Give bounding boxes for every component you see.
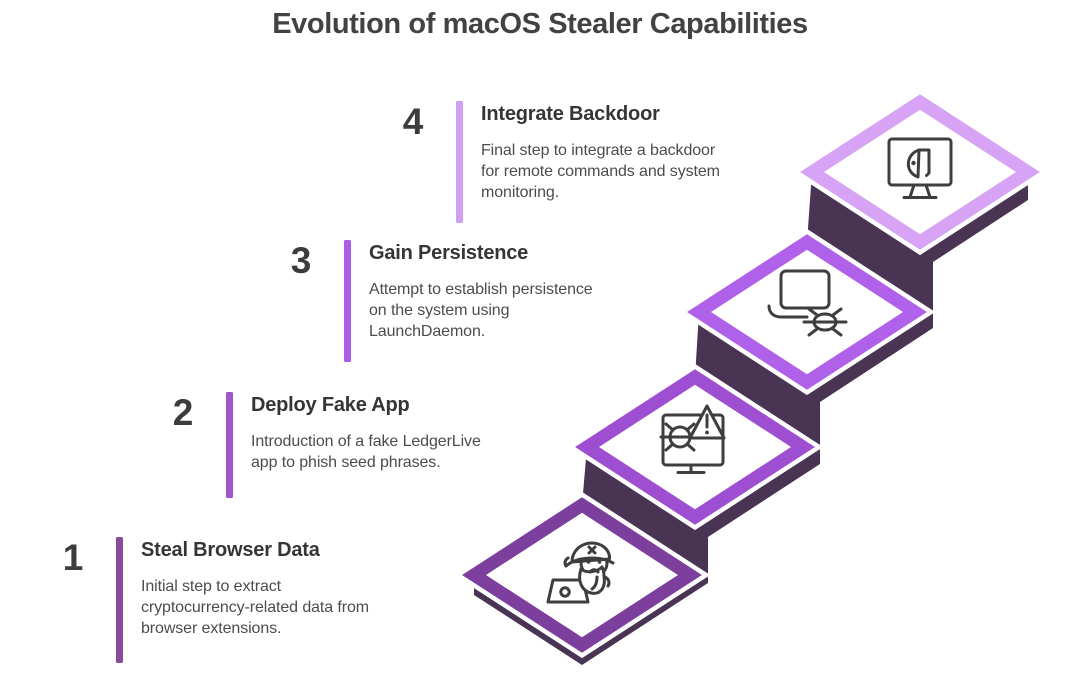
step-accent-bar [116,537,123,663]
pirate-hacker-laptop-icon [546,541,615,604]
monitor-bug-warning-icon [659,404,726,474]
step-number: 2 [172,392,194,433]
step-heading: Steal Browser Data [141,539,320,561]
page-title: Evolution of macOS Stealer Capabilities [272,8,808,40]
monitor-backdoor-icon [887,137,953,199]
step-description: Attempt to establish persistence on the … [369,281,593,340]
diamond-step-3 [678,228,936,396]
step-texts: Gain Persistence Attempt to establish pe… [369,242,704,342]
step-heading: Gain Persistence [369,242,529,264]
step-accent-bar [456,101,463,223]
step-texts: Deploy Fake App Introduction of a fake L… [251,394,586,473]
step-heading: Integrate Backdoor [481,103,660,125]
diamond-step-4 [791,88,1049,256]
diamond-step-2 [566,363,824,531]
step-number: 3 [290,240,312,281]
step-accent-bar [226,392,233,498]
step-heading: Deploy Fake App [251,394,410,416]
step-texts: Integrate Backdoor Final step to integra… [481,103,816,203]
step-texts: Steal Browser Data Initial step to extra… [141,539,476,639]
laptop-bug-icon [767,269,848,337]
step-number: 1 [62,537,84,578]
step-description: Initial step to extract cryptocurrency-r… [141,578,370,637]
step-description: Introduction of a fake LedgerLive app to… [251,433,481,471]
step-description: Final step to integrate a backdoor for r… [481,142,720,201]
step-number: 4 [402,101,424,142]
step-accent-bar [344,240,351,362]
